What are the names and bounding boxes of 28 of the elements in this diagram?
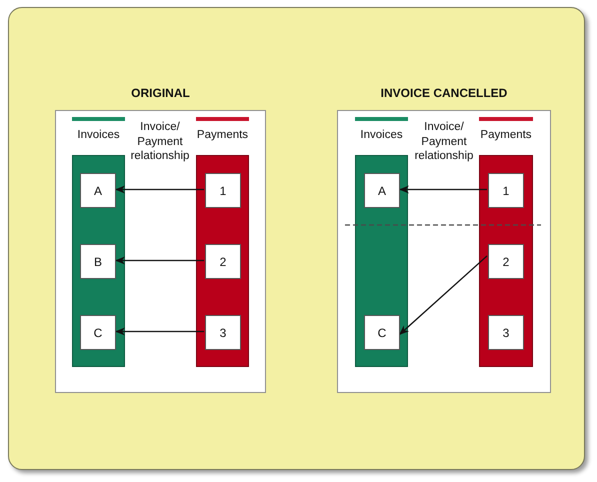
column-heading: Payments [196,128,249,143]
arrow [398,255,488,336]
panel-title: ORIGINAL [130,85,191,102]
payment-box: 1 [488,173,524,208]
payment-box: 2 [488,244,524,279]
invoice-box: B [80,244,116,279]
column-bar [355,117,408,367]
invoice-box: C [80,315,116,350]
invoice-box: A [364,173,400,208]
payment-box: 1 [205,173,241,208]
column-heading: Invoices [76,128,121,143]
payment-box: 3 [488,315,524,350]
invoice-box: A [80,173,116,208]
panel-title: INVOICE CANCELLED [380,85,508,102]
arrow [399,186,487,194]
invoice-box: C [364,315,400,350]
payment-box: 3 [205,315,241,350]
column-heading: Invoice/ Payment relationship [130,120,190,164]
column-bar [72,117,125,367]
arrow [115,186,204,194]
arrow [115,328,204,336]
column-heading: Invoices [359,128,404,143]
column-heading: Invoice/ Payment relationship [414,120,474,164]
column-bar [196,117,249,367]
column-bar [479,117,533,367]
payment-box: 2 [205,244,241,279]
column-heading: Payments [479,128,533,143]
arrow [115,256,204,264]
